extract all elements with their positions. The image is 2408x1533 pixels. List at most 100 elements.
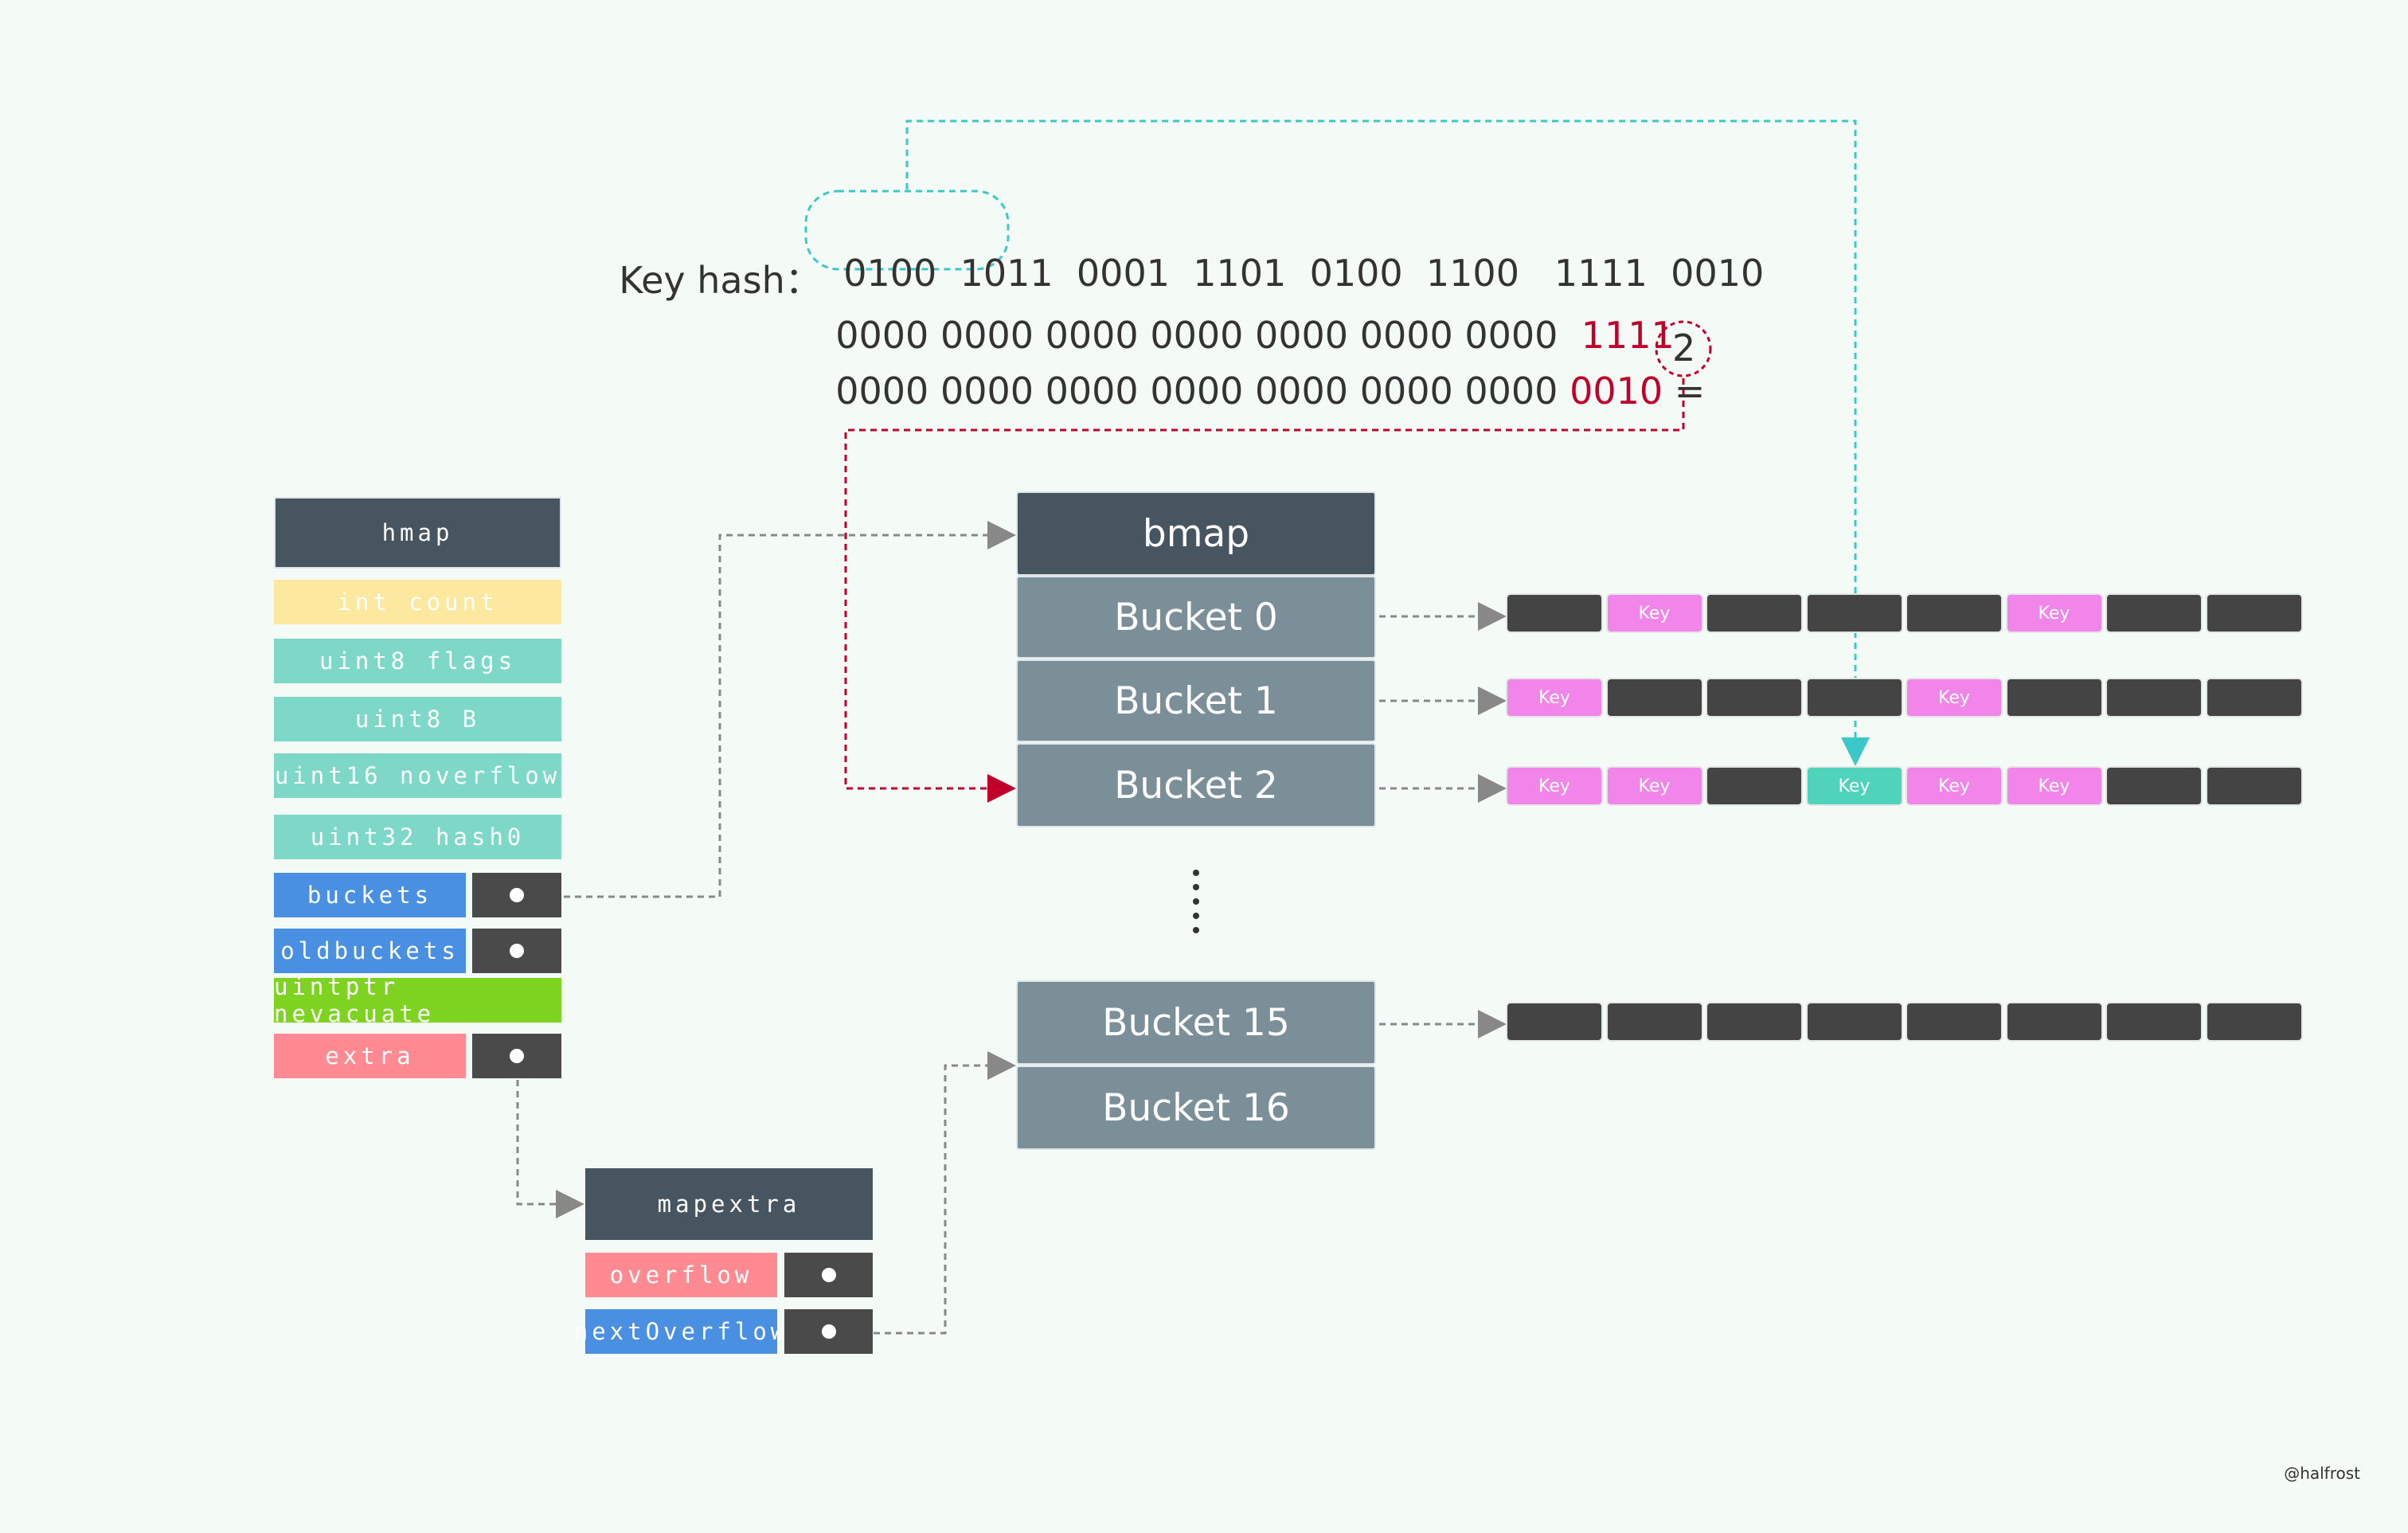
mapextra-field-label: overflow xyxy=(609,1261,753,1289)
bucket-16: Bucket 16 xyxy=(1016,1066,1376,1150)
bucket-label: Bucket 16 xyxy=(1102,1085,1290,1130)
hmap-field-label: uint32 hash0 xyxy=(310,823,526,851)
empty-slot xyxy=(1706,678,1803,718)
hash-label-row: Key hash： xyxy=(596,209,822,304)
pointer-dot-icon xyxy=(822,1268,836,1282)
tophash-highlight xyxy=(804,190,1010,271)
empty-slot xyxy=(2205,593,2303,633)
result-tail: 0010 xyxy=(1570,370,1663,413)
key-slot: Key xyxy=(1906,678,2003,718)
hmap-field: uint16 noverflow xyxy=(274,753,561,798)
hmap-field: int count xyxy=(274,580,561,624)
empty-slot xyxy=(1506,1002,1603,1042)
mapextra-header: mapextra xyxy=(585,1168,873,1240)
empty-slot xyxy=(1805,593,1903,633)
hmap-field: uintptr nevacuate xyxy=(274,973,561,1027)
empty-slot xyxy=(1605,678,1703,718)
hmap-title: hmap xyxy=(381,519,454,546)
hmap-field-label: oldbuckets xyxy=(280,937,459,964)
bucket-label: Bucket 15 xyxy=(1102,1000,1290,1045)
key-slot: Key xyxy=(1506,678,1603,718)
key-slot: Key xyxy=(1906,766,2003,806)
result-highlight xyxy=(1655,320,1712,377)
hmap-field: extra xyxy=(274,1034,466,1078)
empty-slot xyxy=(2105,766,2203,806)
empty-slot xyxy=(1906,1002,2003,1042)
bmap-header: bmap xyxy=(1016,491,1376,576)
hmap-field-label: uint8 B xyxy=(354,706,481,733)
hmap-field-label: uint8 flags xyxy=(319,647,517,675)
hash-separator: ： xyxy=(784,259,822,302)
equals-sign: = xyxy=(1674,370,1706,413)
mask-prefix: 0000 0000 0000 0000 0000 0000 0000 xyxy=(835,314,1558,357)
hash-group: 0001 xyxy=(1076,252,1170,295)
empty-slot xyxy=(1805,1002,1903,1042)
key-slot: Key xyxy=(2005,593,2103,633)
pointer-cell xyxy=(472,929,561,973)
bucket-15: Bucket 15 xyxy=(1016,980,1376,1065)
credit-text: @halfrost xyxy=(2284,1464,2360,1483)
pointer-dot-icon xyxy=(822,1324,836,1339)
mask-tail: 1111 xyxy=(1581,314,1675,357)
empty-slot xyxy=(1706,766,1803,806)
extra-pointer-arrow xyxy=(516,1058,584,1218)
key-slot: Key xyxy=(1605,766,1703,806)
mask-row: 0000 0000 0000 0000 0000 0000 0000 1111 xyxy=(812,271,1675,357)
empty-slot xyxy=(2105,678,2203,718)
bucket-label: Bucket 0 xyxy=(1114,595,1278,639)
bucket-index-arrow xyxy=(844,378,1685,803)
hmap-field-label: extra xyxy=(325,1042,415,1070)
hmap-field: uint32 hash0 xyxy=(274,815,561,859)
bucket-label: Bucket 1 xyxy=(1114,679,1278,723)
hmap-field: uint8 flags xyxy=(274,639,561,683)
hmap-header: hmap xyxy=(274,497,561,569)
bucket-0: Bucket 0 xyxy=(1016,576,1376,659)
result-value: 2 xyxy=(1672,327,1696,370)
empty-slot xyxy=(1805,678,1903,718)
empty-slot xyxy=(1506,593,1603,633)
empty-slot xyxy=(2205,1002,2303,1042)
empty-slot xyxy=(1706,1002,1803,1042)
empty-slot xyxy=(2205,766,2303,806)
empty-slot xyxy=(2005,1002,2103,1042)
pointer-cell xyxy=(472,873,561,917)
mapextra-field-label: nextOverflow xyxy=(573,1318,789,1345)
hash-group: 1111 xyxy=(1554,252,1648,295)
hmap-field-label: uint16 noverflow xyxy=(274,762,561,789)
bmap-title: bmap xyxy=(1142,511,1250,556)
mapextra-field: nextOverflow xyxy=(574,1309,784,1354)
empty-slot xyxy=(2105,593,2203,633)
ellipsis-dots xyxy=(1193,870,1199,933)
hash-label: Key hash xyxy=(619,259,785,302)
bucket-2: Bucket 2 xyxy=(1016,743,1376,827)
hash-group: 1011 xyxy=(960,252,1054,295)
empty-slot xyxy=(2105,1002,2203,1042)
pointer-cell xyxy=(784,1309,873,1354)
key-slot: Key xyxy=(1605,593,1703,633)
matched-key-slot: Key xyxy=(1805,766,1903,806)
hmap-field-label: uintptr nevacuate xyxy=(274,973,436,1027)
pointer-cell xyxy=(784,1253,873,1297)
hmap-field-label: buckets xyxy=(307,882,433,909)
pointer-dot-icon xyxy=(510,1049,524,1063)
hmap-field: buckets xyxy=(274,873,466,917)
hmap-field: uint8 B xyxy=(274,697,561,741)
key-slot: Key xyxy=(2005,766,2103,806)
hash-group: 1100 xyxy=(1425,252,1519,295)
empty-slot xyxy=(1605,1002,1703,1042)
buckets-pointer-arrow xyxy=(519,521,1016,898)
empty-slot xyxy=(2205,678,2303,718)
empty-slot xyxy=(1906,593,2003,633)
pointer-dot-icon xyxy=(510,888,524,902)
key-slot: Key xyxy=(1506,766,1603,806)
tophash-arrow xyxy=(905,119,1870,766)
hash-group: 1101 xyxy=(1193,252,1287,295)
result-row: 0000 0000 0000 0000 0000 0000 0000 0010 … xyxy=(812,327,1705,413)
hmap-field: oldbuckets xyxy=(274,929,466,973)
empty-slot xyxy=(1706,593,1803,633)
hmap-field-label: int count xyxy=(337,589,498,616)
nextoverflow-pointer-arrow xyxy=(829,1051,1016,1335)
mapextra-title: mapextra xyxy=(657,1191,801,1218)
result-prefix: 0000 0000 0000 0000 0000 0000 0000 xyxy=(835,370,1558,413)
